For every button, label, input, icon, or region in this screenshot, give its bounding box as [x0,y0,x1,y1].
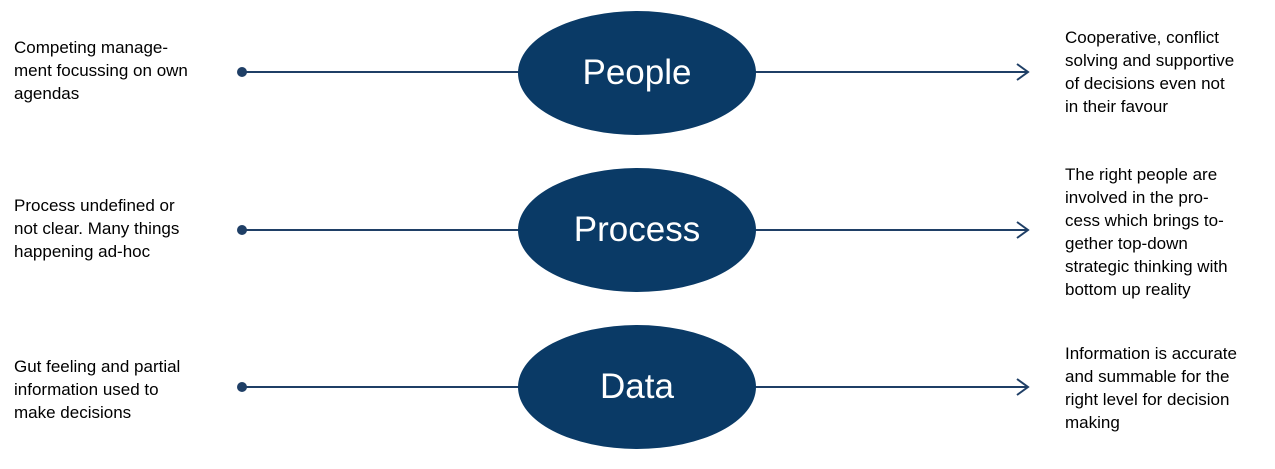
data-node: Data [518,325,756,449]
data-arrow-head [1016,378,1030,396]
data-node-label: Data [600,367,674,406]
data-current-state: Gut feeling and partial information used… [14,357,181,422]
process-node-label: Process [573,210,701,249]
process-arrow-head [1016,221,1030,239]
people-node: People [518,11,756,135]
people-arrow-head [1016,63,1030,81]
process-node: Process [518,168,756,292]
people-target-state: Cooperative, conflict solving and suppor… [1065,28,1235,116]
people-current-state: Competing manage- ment focussing on own … [14,38,188,103]
data-target-state: Information is accurate and summable for… [1065,344,1237,432]
process-current-state: Process undefined or not clear. Many thi… [14,196,180,261]
people-node-label: People [582,53,692,92]
process-target-state: The right people are involved in the pro… [1065,165,1228,299]
